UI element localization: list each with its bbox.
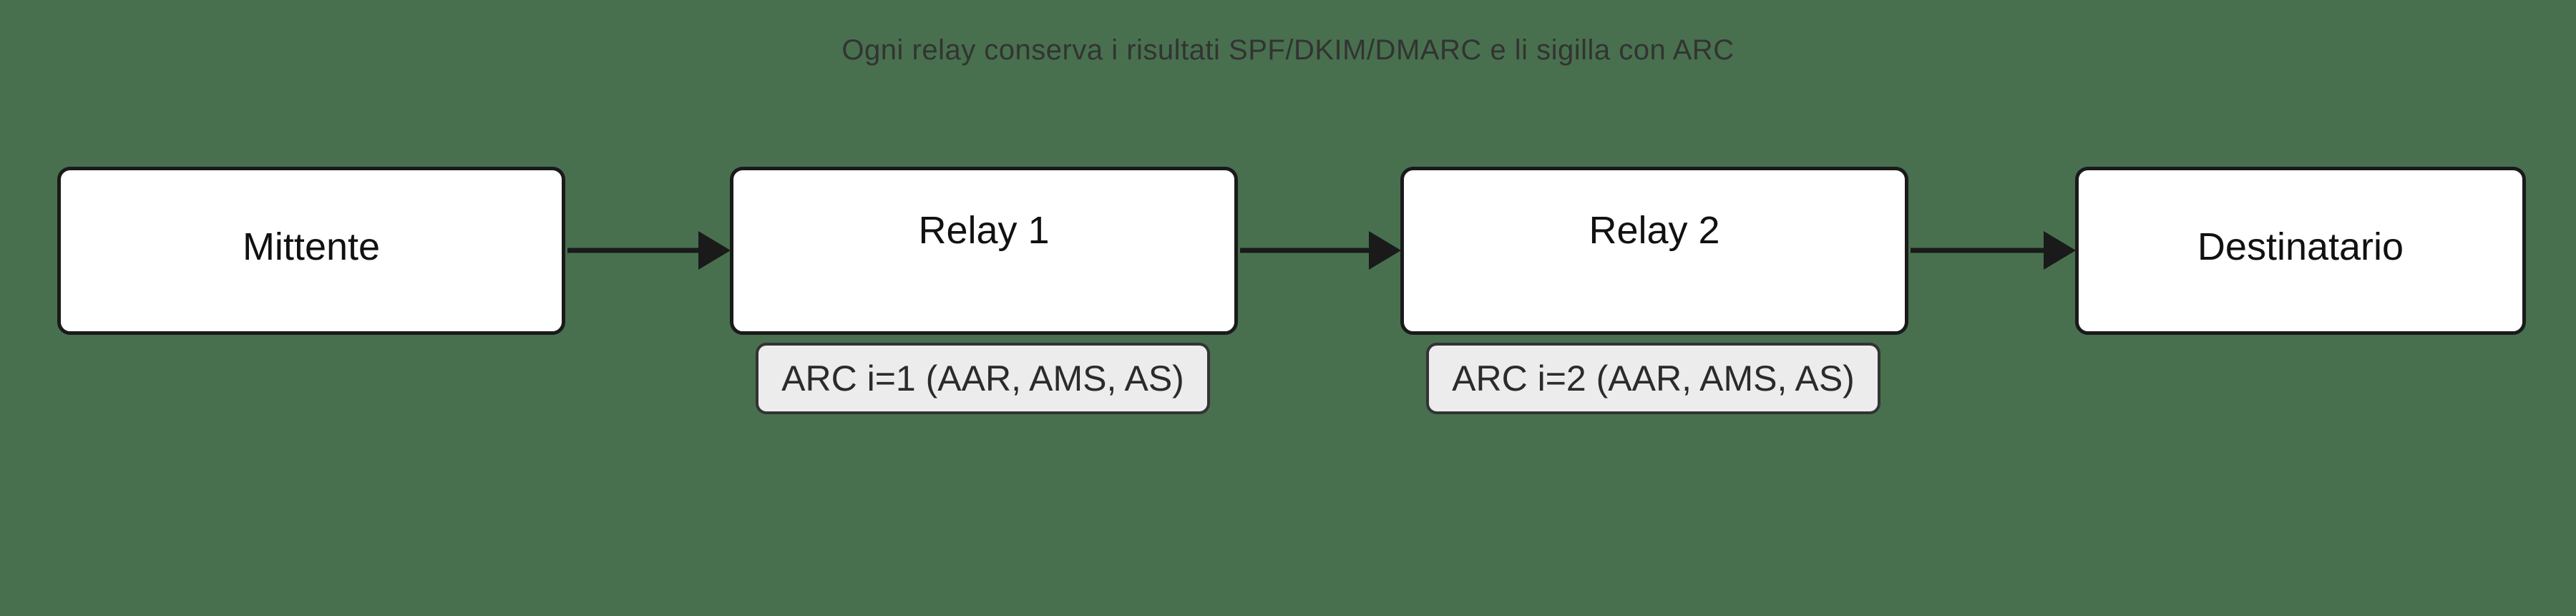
arrow-relay2-to-destinatario (1911, 231, 2076, 270)
annotation-arc-seal-2: ARC i=2 (AAR, AMS, AS) (1426, 343, 1880, 414)
node-relay-1-label: Relay 1 (918, 208, 1050, 252)
node-mittente-label: Mittente (242, 225, 381, 268)
annotation-arc-seal-2-label: ARC i=2 (AAR, AMS, AS) (1452, 358, 1855, 399)
node-relay-2: Relay 2 (1400, 167, 1908, 335)
diagram-title: Ogni relay conserva i risultati SPF/DKIM… (841, 34, 1735, 66)
annotation-arc-seal-1: ARC i=1 (AAR, AMS, AS) (756, 343, 1210, 414)
node-mittente: Mittente (57, 167, 565, 335)
node-relay-2-label: Relay 2 (1589, 208, 1720, 252)
arrow-relay1-to-relay2 (1240, 231, 1401, 270)
arrow-mittente-to-relay1 (567, 231, 731, 270)
node-destinatario-label: Destinatario (2197, 225, 2404, 268)
node-relay-1: Relay 1 (730, 167, 1238, 335)
annotation-arc-seal-1-label: ARC i=1 (AAR, AMS, AS) (781, 358, 1184, 399)
node-destinatario: Destinatario (2075, 167, 2526, 335)
